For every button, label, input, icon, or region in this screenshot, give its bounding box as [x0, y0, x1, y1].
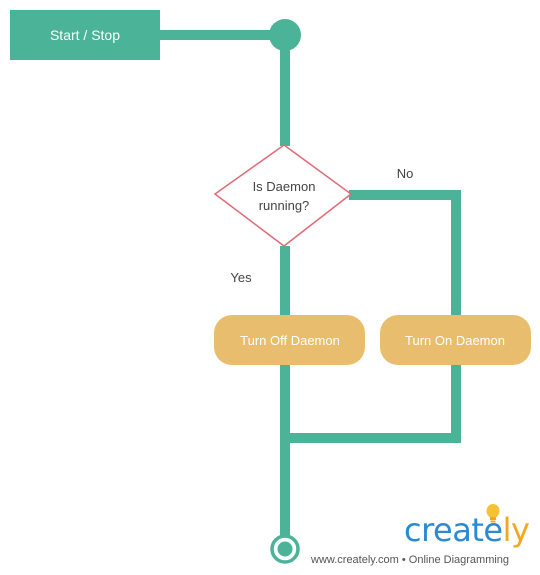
creately-logo-letter: e — [483, 511, 503, 549]
edge-label-no: No — [397, 166, 414, 181]
creately-logo-part-b: ly — [502, 511, 530, 549]
creately-logo: creately — [404, 511, 530, 549]
start-stop-label: Start / Stop — [50, 27, 120, 43]
turn-off-daemon-node[interactable]: Turn Off Daemon — [214, 315, 365, 365]
connector-group — [160, 30, 461, 536]
junction-dot — [269, 19, 301, 51]
turn-on-daemon-shape — [380, 315, 531, 365]
edge-label-yes: Yes — [230, 270, 252, 285]
start-stop-shape — [10, 10, 160, 60]
end-node-inner-dot — [277, 541, 293, 557]
decision-shape — [213, 144, 353, 247]
turn-on-daemon-label: Turn On Daemon — [405, 333, 505, 348]
lightbulb-icon — [486, 504, 500, 523]
end-node[interactable] — [270, 534, 300, 564]
creately-logo-part-a: creat — [404, 511, 484, 549]
decision-node[interactable]: Is Daemon running? — [213, 144, 353, 247]
creately-tagline: www.creately.com • Online Diagramming — [311, 554, 510, 566]
connector-turn-on-merge — [285, 365, 461, 443]
decision-label-line1: Is Daemon — [253, 179, 316, 194]
turn-off-daemon-shape — [214, 315, 365, 365]
turn-off-daemon-label: Turn Off Daemon — [240, 333, 340, 348]
creately-watermark: creately www.creately.com • Online Diagr… — [300, 500, 540, 575]
start-stop-node[interactable]: Start / Stop — [10, 10, 160, 60]
decision-label-line2: running? — [259, 198, 310, 213]
connector-decision-no-to-turn-on — [349, 190, 461, 315]
turn-on-daemon-node[interactable]: Turn On Daemon — [380, 315, 531, 365]
